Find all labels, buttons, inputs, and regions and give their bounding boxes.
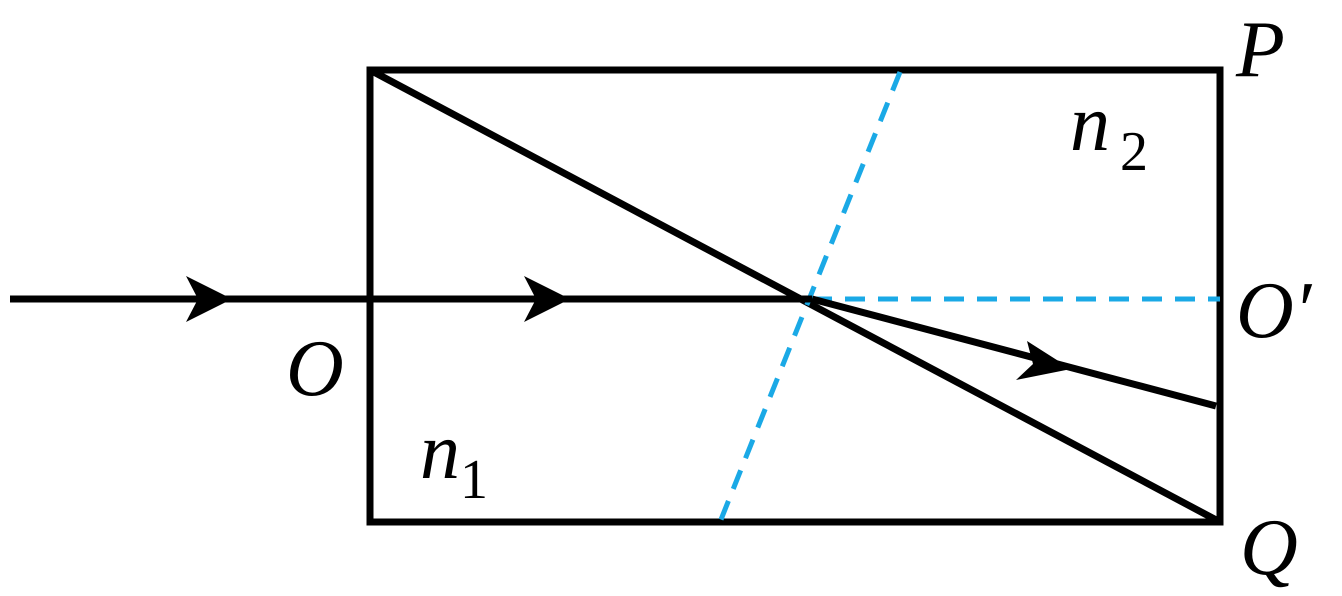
arrow-1-icon xyxy=(186,276,232,322)
label-P: P xyxy=(1235,6,1285,94)
label-O-prime: O′ xyxy=(1236,267,1313,355)
refracted-ray xyxy=(811,295,1217,410)
arrow-3-icon xyxy=(1016,341,1071,380)
label-n1-subscript: 1 xyxy=(460,449,488,511)
label-n2: n xyxy=(1070,80,1110,168)
label-n2-subscript: 2 xyxy=(1120,121,1148,183)
label-n1: n xyxy=(420,408,460,496)
label-O: O xyxy=(286,325,344,413)
label-Q: Q xyxy=(1240,504,1298,592)
arrow-2-icon xyxy=(524,276,570,322)
